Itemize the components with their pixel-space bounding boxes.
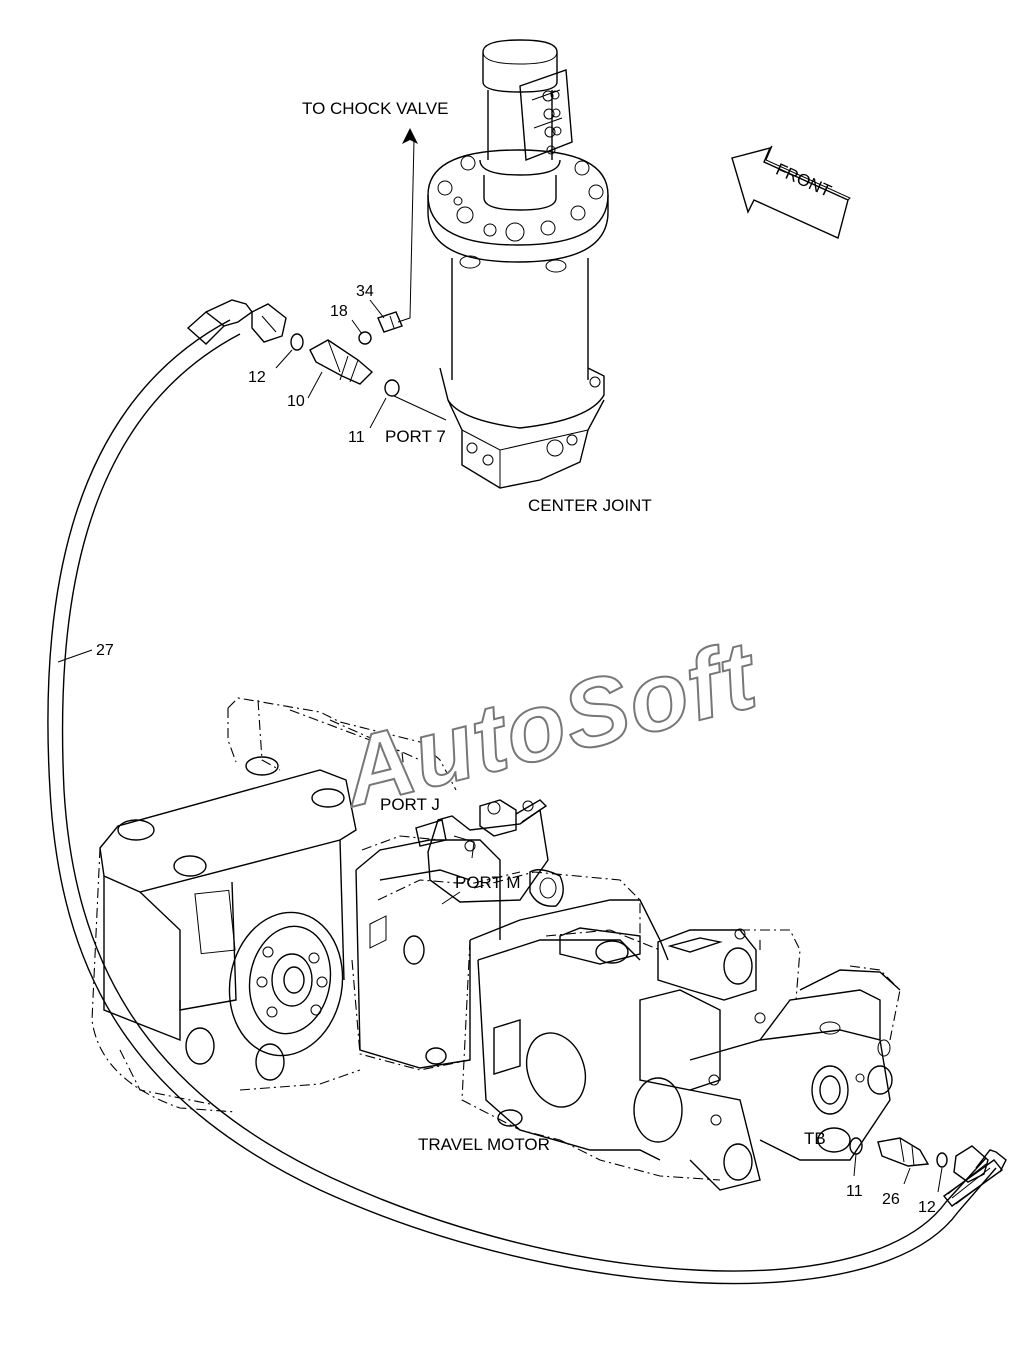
label-travel-motor: TRAVEL MOTOR <box>418 1135 550 1154</box>
part-number-12-bottom: 12 <box>918 1199 936 1216</box>
part-number-34: 34 <box>356 283 374 300</box>
label-port-tb: TB <box>804 1129 826 1148</box>
label-port-7: PORT 7 <box>385 427 446 446</box>
label-port-j: PORT J <box>380 795 440 814</box>
travel-motor-fittings <box>849 1137 948 1193</box>
front-arrow <box>731 145 851 239</box>
center-joint-fittings <box>251 303 447 421</box>
travel-motor-drawing <box>91 697 901 1191</box>
part-number-27: 27 <box>96 642 114 659</box>
part-number-12-top: 12 <box>248 369 266 386</box>
center-joint-drawing <box>427 39 609 489</box>
label-front: FRONT <box>773 160 834 201</box>
part-number-11-top: 11 <box>348 429 365 446</box>
part-number-11-bottom: 11 <box>846 1183 863 1200</box>
hose-27 <box>47 299 1007 1285</box>
part-number-26: 26 <box>882 1191 900 1208</box>
part-number-18: 18 <box>330 303 348 320</box>
leader-lines <box>275 299 387 429</box>
label-to-chock-valve: TO CHOCK VALVE <box>302 99 448 118</box>
label-center-joint: CENTER JOINT <box>528 496 652 515</box>
part-number-10: 10 <box>287 393 305 410</box>
label-port-m: PORT M <box>455 873 521 892</box>
chock-valve-leader <box>397 128 418 323</box>
